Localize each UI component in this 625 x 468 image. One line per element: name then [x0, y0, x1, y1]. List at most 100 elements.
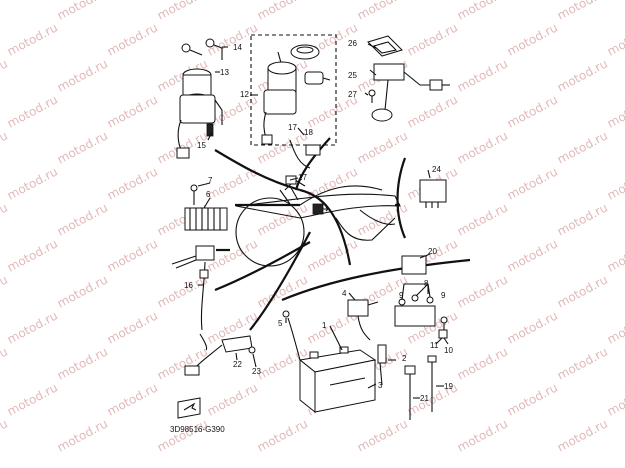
callout-21: 21 [420, 394, 429, 403]
callout-labels: 1 2 3 4 5 6 7 8 9 9 10 11 12 13 14 15 16… [184, 39, 453, 403]
watermark-text: motod.ru [55, 0, 110, 23]
callout-5: 5 [278, 319, 283, 328]
fuel-sender-assembly [367, 35, 450, 122]
callout-19: 19 [444, 382, 453, 391]
watermark-text: motod.ru [555, 0, 610, 23]
watermark-text: motod.ru [0, 200, 10, 238]
watermark-text: motod.ru [155, 0, 210, 23]
callout-4: 4 [342, 289, 347, 298]
watermark-text: motod.ru [555, 128, 610, 166]
watermark-text: motod.ru [455, 272, 510, 310]
watermark-text: motod.ru [555, 272, 610, 310]
watermark-text: motod.ru [605, 20, 625, 58]
watermark-text: motod.ru [0, 272, 10, 310]
watermark-text: motod.ru [255, 0, 310, 23]
watermark-text: motod.ru [55, 344, 110, 382]
watermark-text: motod.ru [0, 56, 10, 94]
watermark-text: motod.ru [505, 20, 560, 58]
relay-unit [419, 179, 447, 208]
battery-cables [282, 310, 437, 420]
wire-harness [214, 137, 471, 331]
watermark-text: motod.ru [605, 236, 625, 274]
watermark-text: motod.ru [605, 92, 625, 130]
watermark-text: motod.ru [55, 56, 110, 94]
watermark-text: motod.ru [55, 200, 110, 238]
watermark-text: motod.ru [505, 164, 560, 202]
watermark-text: motod.ru [605, 164, 625, 202]
callout-9-right: 9 [441, 291, 446, 300]
watermark-text: motod.ru [205, 380, 260, 418]
callout-17-bottom: 17 [298, 173, 307, 182]
brake-light-switch [184, 335, 256, 376]
callout-8: 8 [424, 279, 429, 288]
watermark-text: motod.ru [555, 344, 610, 382]
watermark-text: motod.ru [0, 128, 10, 166]
watermark-text: motod.ru [0, 416, 10, 454]
callout-20: 20 [428, 247, 437, 256]
callout-2: 2 [402, 354, 407, 363]
watermark-text: motod.ru [355, 416, 410, 454]
watermark-text: motod.ru [205, 20, 260, 58]
callout-9-left: 9 [399, 291, 404, 300]
callout-25: 25 [348, 71, 357, 80]
watermark-text: motod.ru [505, 308, 560, 346]
watermark-text: motod.ru [55, 272, 110, 310]
watermark-text: motod.ru [555, 56, 610, 94]
callout-23: 23 [252, 367, 261, 376]
watermark-text: motod.ru [455, 416, 510, 454]
callout-22: 22 [233, 360, 242, 369]
callout-7: 7 [208, 176, 213, 185]
watermark-text: motod.ru [455, 0, 510, 23]
watermark-text: motod.ru [55, 416, 110, 454]
callout-leaders [197, 43, 449, 399]
watermark-text: motod.ru [455, 128, 510, 166]
callout-6: 6 [206, 190, 211, 199]
watermark-text: motod.ru [255, 128, 310, 166]
callout-26: 26 [348, 39, 357, 48]
callout-17-top: 17 [288, 123, 297, 132]
watermark-text: motod.ru [105, 380, 160, 418]
callout-15: 15 [197, 141, 206, 150]
watermark-text: motod.ru [5, 20, 60, 58]
watermark-text: motod.ru [605, 380, 625, 418]
callout-1: 1 [322, 321, 327, 330]
watermark-text: motod.ru [155, 416, 210, 454]
battery [298, 346, 377, 414]
callout-12: 12 [240, 90, 249, 99]
handlebar-switch [171, 245, 215, 351]
watermark-text: motod.ru [405, 20, 460, 58]
watermark-text: motod.ru [105, 20, 160, 58]
watermark-text: motod.ru [405, 92, 460, 130]
flasher-relay [401, 255, 432, 275]
fuse-holder [347, 299, 379, 341]
watermark-text: motod.ru [105, 308, 160, 346]
callout-13: 13 [220, 68, 229, 77]
watermark-text: motod.ru [5, 380, 60, 418]
watermark-text: motod.ru [105, 164, 160, 202]
callout-27: 27 [348, 90, 357, 99]
callout-11: 11 [430, 341, 439, 350]
watermark-text: motod.ru [505, 380, 560, 418]
callout-16: 16 [184, 281, 193, 290]
callout-10: 10 [444, 346, 453, 355]
watermark-text: motod.ru [155, 344, 210, 382]
watermark-text: motod.ru [105, 92, 160, 130]
watermark-text: motod.ru [55, 128, 110, 166]
watermark-text: motod.ru [305, 236, 360, 274]
watermark-text: motod.ru [455, 56, 510, 94]
watermark-text: motod.ru [5, 236, 60, 274]
watermark-text: motod.ru [455, 200, 510, 238]
watermark-text: motod.ru [105, 236, 160, 274]
callout-18: 18 [304, 128, 313, 137]
rectifier-regulator [184, 184, 228, 231]
watermark-text: motod.ru [505, 92, 560, 130]
diagram-code: 3D98516-G390 [170, 425, 225, 434]
callout-24: 24 [432, 165, 441, 174]
lock-set-kit [250, 34, 337, 146]
watermark-text: motod.ru [0, 0, 10, 23]
callout-14: 14 [233, 43, 242, 52]
watermark-text: motod.ru [605, 308, 625, 346]
watermark-text: motod.ru [5, 92, 60, 130]
watermark-text: motod.ru [0, 344, 10, 382]
